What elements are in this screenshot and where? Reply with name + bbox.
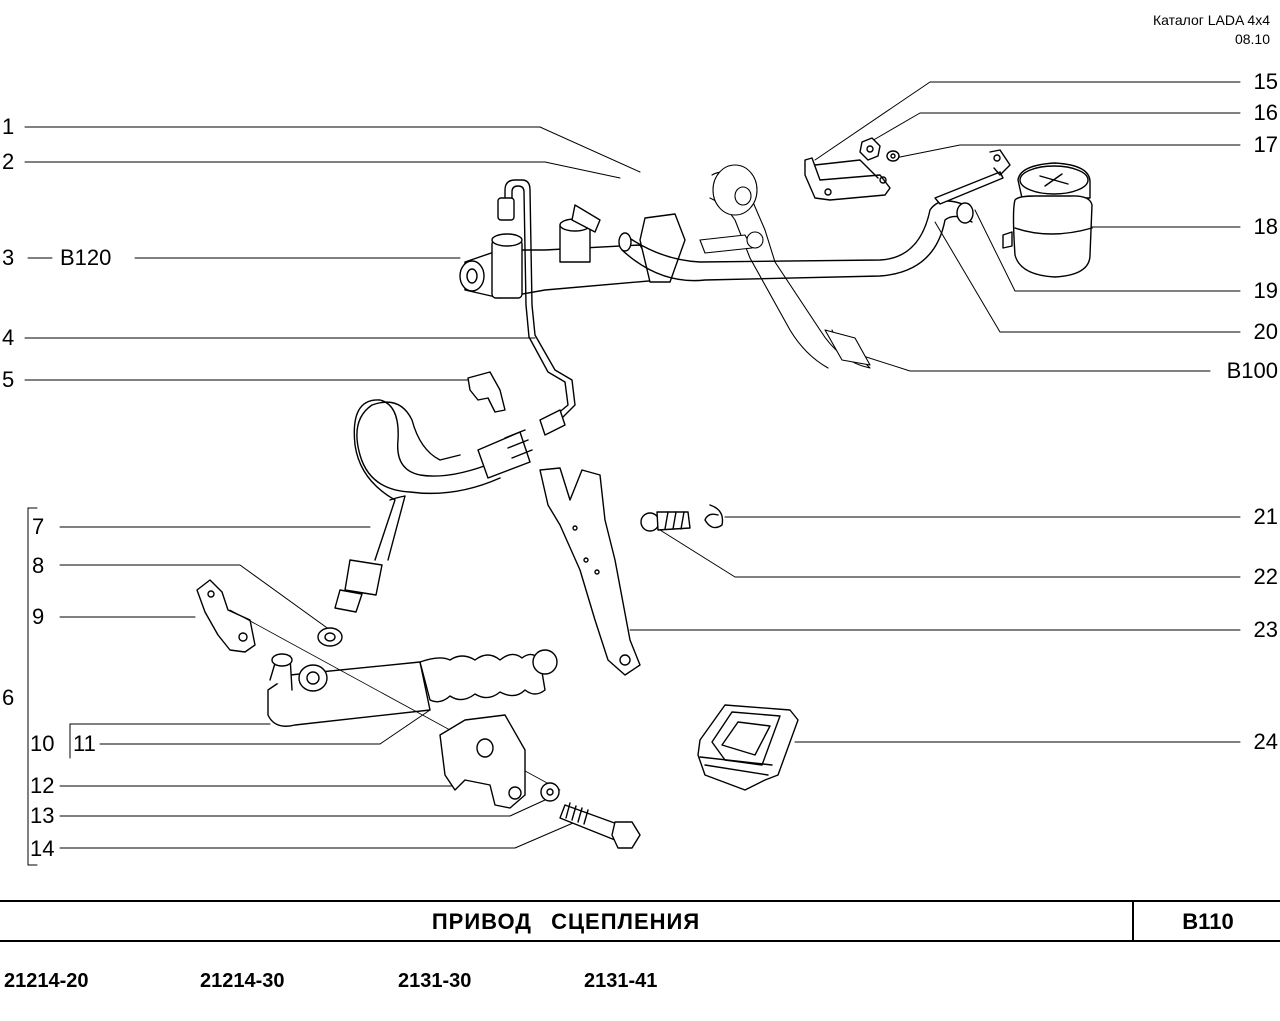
catalog-label: Каталог LADA 4x4	[1152, 12, 1270, 28]
callout-16: 16	[1253, 100, 1278, 125]
callout-ref-b100: B100	[1226, 358, 1278, 383]
callout-14: 14	[30, 836, 55, 861]
catalog-date: 08.10	[1234, 31, 1270, 47]
boot-24-drawing	[697, 704, 799, 791]
ball-stud-drawing	[640, 504, 724, 532]
leader-lines-right	[629, 81, 1241, 743]
master-cylinder-drawing	[459, 204, 686, 299]
callout-2: 2	[2, 149, 15, 174]
callout-9: 9	[32, 604, 45, 629]
callout-13: 13	[30, 803, 55, 828]
callout-12: 12	[30, 773, 55, 798]
pedal-drawing	[699, 164, 871, 369]
clip-5-drawing	[467, 371, 506, 413]
callout-24: 24	[1253, 729, 1278, 754]
callout-8: 8	[32, 553, 45, 578]
callout-20: 20	[1253, 319, 1278, 344]
model-21214-20: 21214-20	[4, 970, 89, 992]
release-fork-drawing	[539, 467, 641, 676]
washer-bolt-drawing	[540, 782, 641, 849]
callout-22: 22	[1253, 564, 1278, 589]
model-2131-30: 2131-30	[398, 970, 472, 992]
callout-4: 4	[2, 325, 15, 350]
callout-17: 17	[1253, 132, 1278, 157]
model-21214-30: 21214-30	[200, 970, 285, 992]
reservoir-18-drawing	[1002, 162, 1093, 278]
callout-5: 5	[2, 367, 15, 392]
leader-lines-left	[24, 126, 641, 866]
slave-cylinder-drawing	[229, 609, 561, 791]
exploded-view-drawing	[24, 81, 1241, 866]
callout-15: 15	[1253, 69, 1278, 94]
title-bar: ПРИВОД СЦЕПЛЕНИЯ B110	[0, 900, 1280, 942]
callout-18: 18	[1253, 214, 1278, 239]
callout-19: 19	[1253, 278, 1278, 303]
callout-21: 21	[1253, 504, 1278, 529]
callout-6: 6	[2, 685, 15, 710]
callout-7: 7	[32, 514, 45, 539]
clamp-19-drawing	[934, 149, 1011, 205]
section-code: B110	[1182, 909, 1234, 934]
bracket-15-drawing	[804, 137, 900, 201]
bracket-12-drawing	[439, 714, 526, 809]
washer-8-drawing	[317, 627, 343, 647]
callout-ref-b120: B120	[60, 245, 112, 270]
callout-11: 11	[73, 731, 96, 756]
bracket-9-drawing	[196, 579, 256, 653]
diagram-title: ПРИВОД СЦЕПЛЕНИЯ	[0, 902, 1134, 940]
model-2131-41: 2131-41	[584, 970, 658, 992]
callout-23: 23	[1253, 617, 1278, 642]
callout-3: 3	[2, 245, 15, 270]
clutch-hose-7-drawing	[334, 399, 533, 613]
clutch-pipe-drawing	[497, 179, 576, 436]
callout-10: 10	[30, 731, 55, 756]
callout-1: 1	[2, 114, 15, 139]
